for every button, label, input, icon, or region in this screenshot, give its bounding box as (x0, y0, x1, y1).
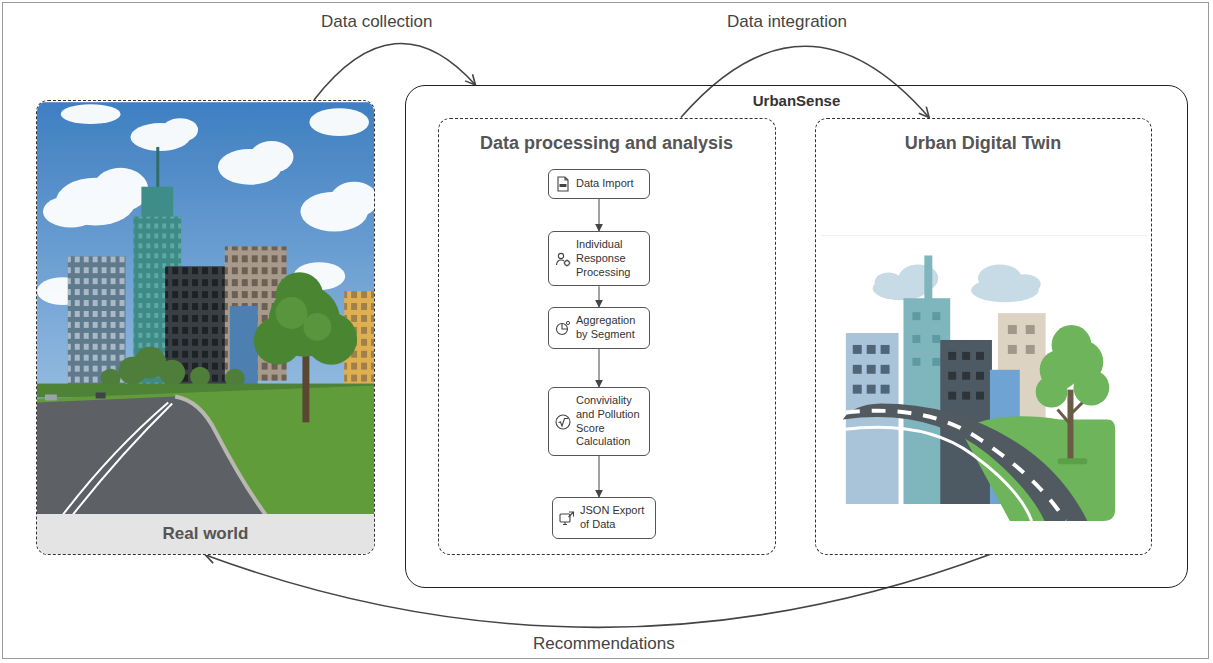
segment-icon (555, 320, 571, 336)
city-photo (37, 101, 374, 516)
process-box: Conviviality and Pollution Score Calcula… (548, 387, 650, 456)
person-gear-icon (555, 251, 571, 267)
process-box: Individual Response Processing (548, 231, 650, 286)
digital-twin-illustration (816, 119, 1151, 554)
flow-arrow (314, 43, 475, 100)
flow-arrow (599, 199, 600, 231)
process-box: Aggregation by Segment (548, 307, 650, 349)
step-label: Conviviality and Pollution Score Calcula… (576, 394, 643, 449)
export-icon (559, 510, 575, 526)
step-label: Data Import (576, 177, 643, 191)
process-box: Data Import (548, 169, 650, 199)
flow-arrow (599, 286, 600, 307)
step-label: Aggregation by Segment (576, 314, 643, 342)
flow-arrow (599, 456, 600, 497)
processing-panel: Data processing and analysis Data Import… (438, 118, 776, 555)
panel-title: UrbanSense (406, 86, 1187, 109)
edge-label: Data collection (318, 12, 436, 32)
file-icon (555, 176, 571, 192)
process-box: JSON Export of Data (552, 497, 656, 539)
caption-band: Real world (37, 514, 374, 554)
panel-title: Data processing and analysis (439, 119, 775, 154)
edge-label: Data integration (724, 12, 850, 32)
edge-label: Recommendations (530, 634, 678, 654)
step-label: JSON Export of Data (580, 504, 649, 532)
panel-label: Real world (163, 524, 249, 544)
system-container: UrbanSenseData processing and analysis D… (405, 85, 1188, 588)
flow-arrow (599, 349, 600, 388)
flow-arrow (206, 555, 990, 628)
formula-icon (555, 414, 571, 430)
panel-title: Urban Digital Twin (816, 119, 1151, 154)
step-label: Individual Response Processing (576, 238, 643, 279)
real-world-panel: Real world (36, 100, 375, 555)
digital-twin-panel: Urban Digital Twin (815, 118, 1152, 555)
